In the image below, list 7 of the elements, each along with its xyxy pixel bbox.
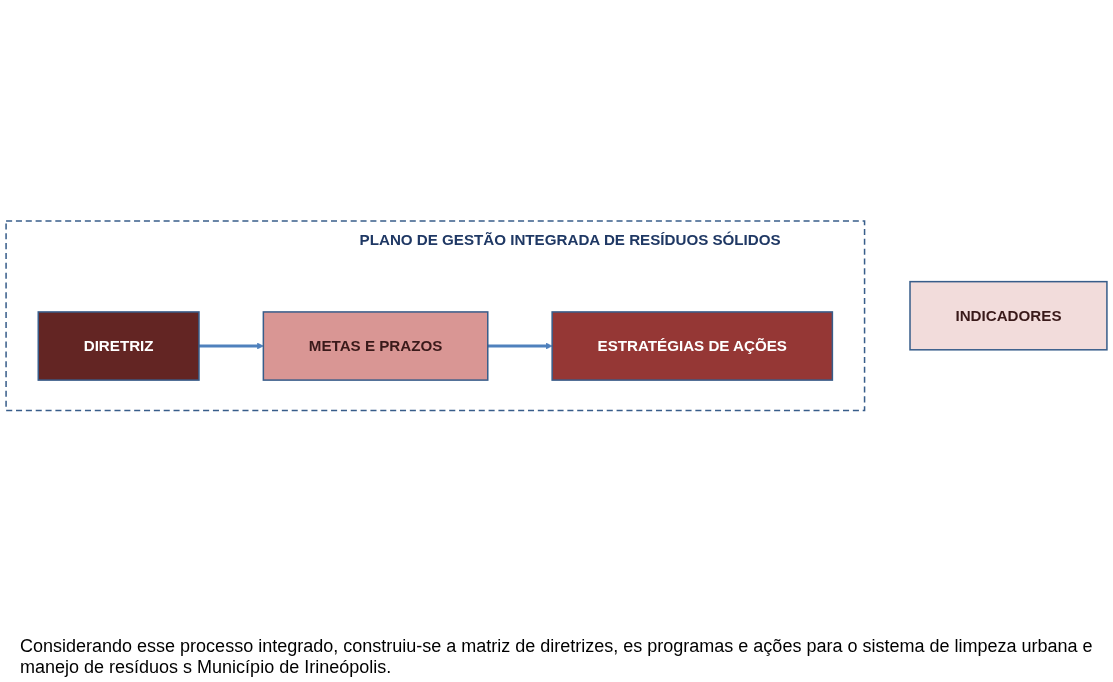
node-box: ESTRATÉGIAS DE AÇÕES (551, 311, 834, 382)
node-box: INDICADORES (909, 281, 1108, 351)
paragraph-text: Considerando esse processo integrado, construiu-se a matriz de diretrizes, es programas e ações para o sistema de limpeza urbana e manejo de resíduos s Município de Irineópolis. (20, 636, 1093, 678)
node-box: METAS E PRAZOS (262, 311, 489, 382)
arrow (487, 342, 553, 350)
node-box: DIRETRIZ (37, 311, 200, 382)
arrow (199, 342, 264, 350)
